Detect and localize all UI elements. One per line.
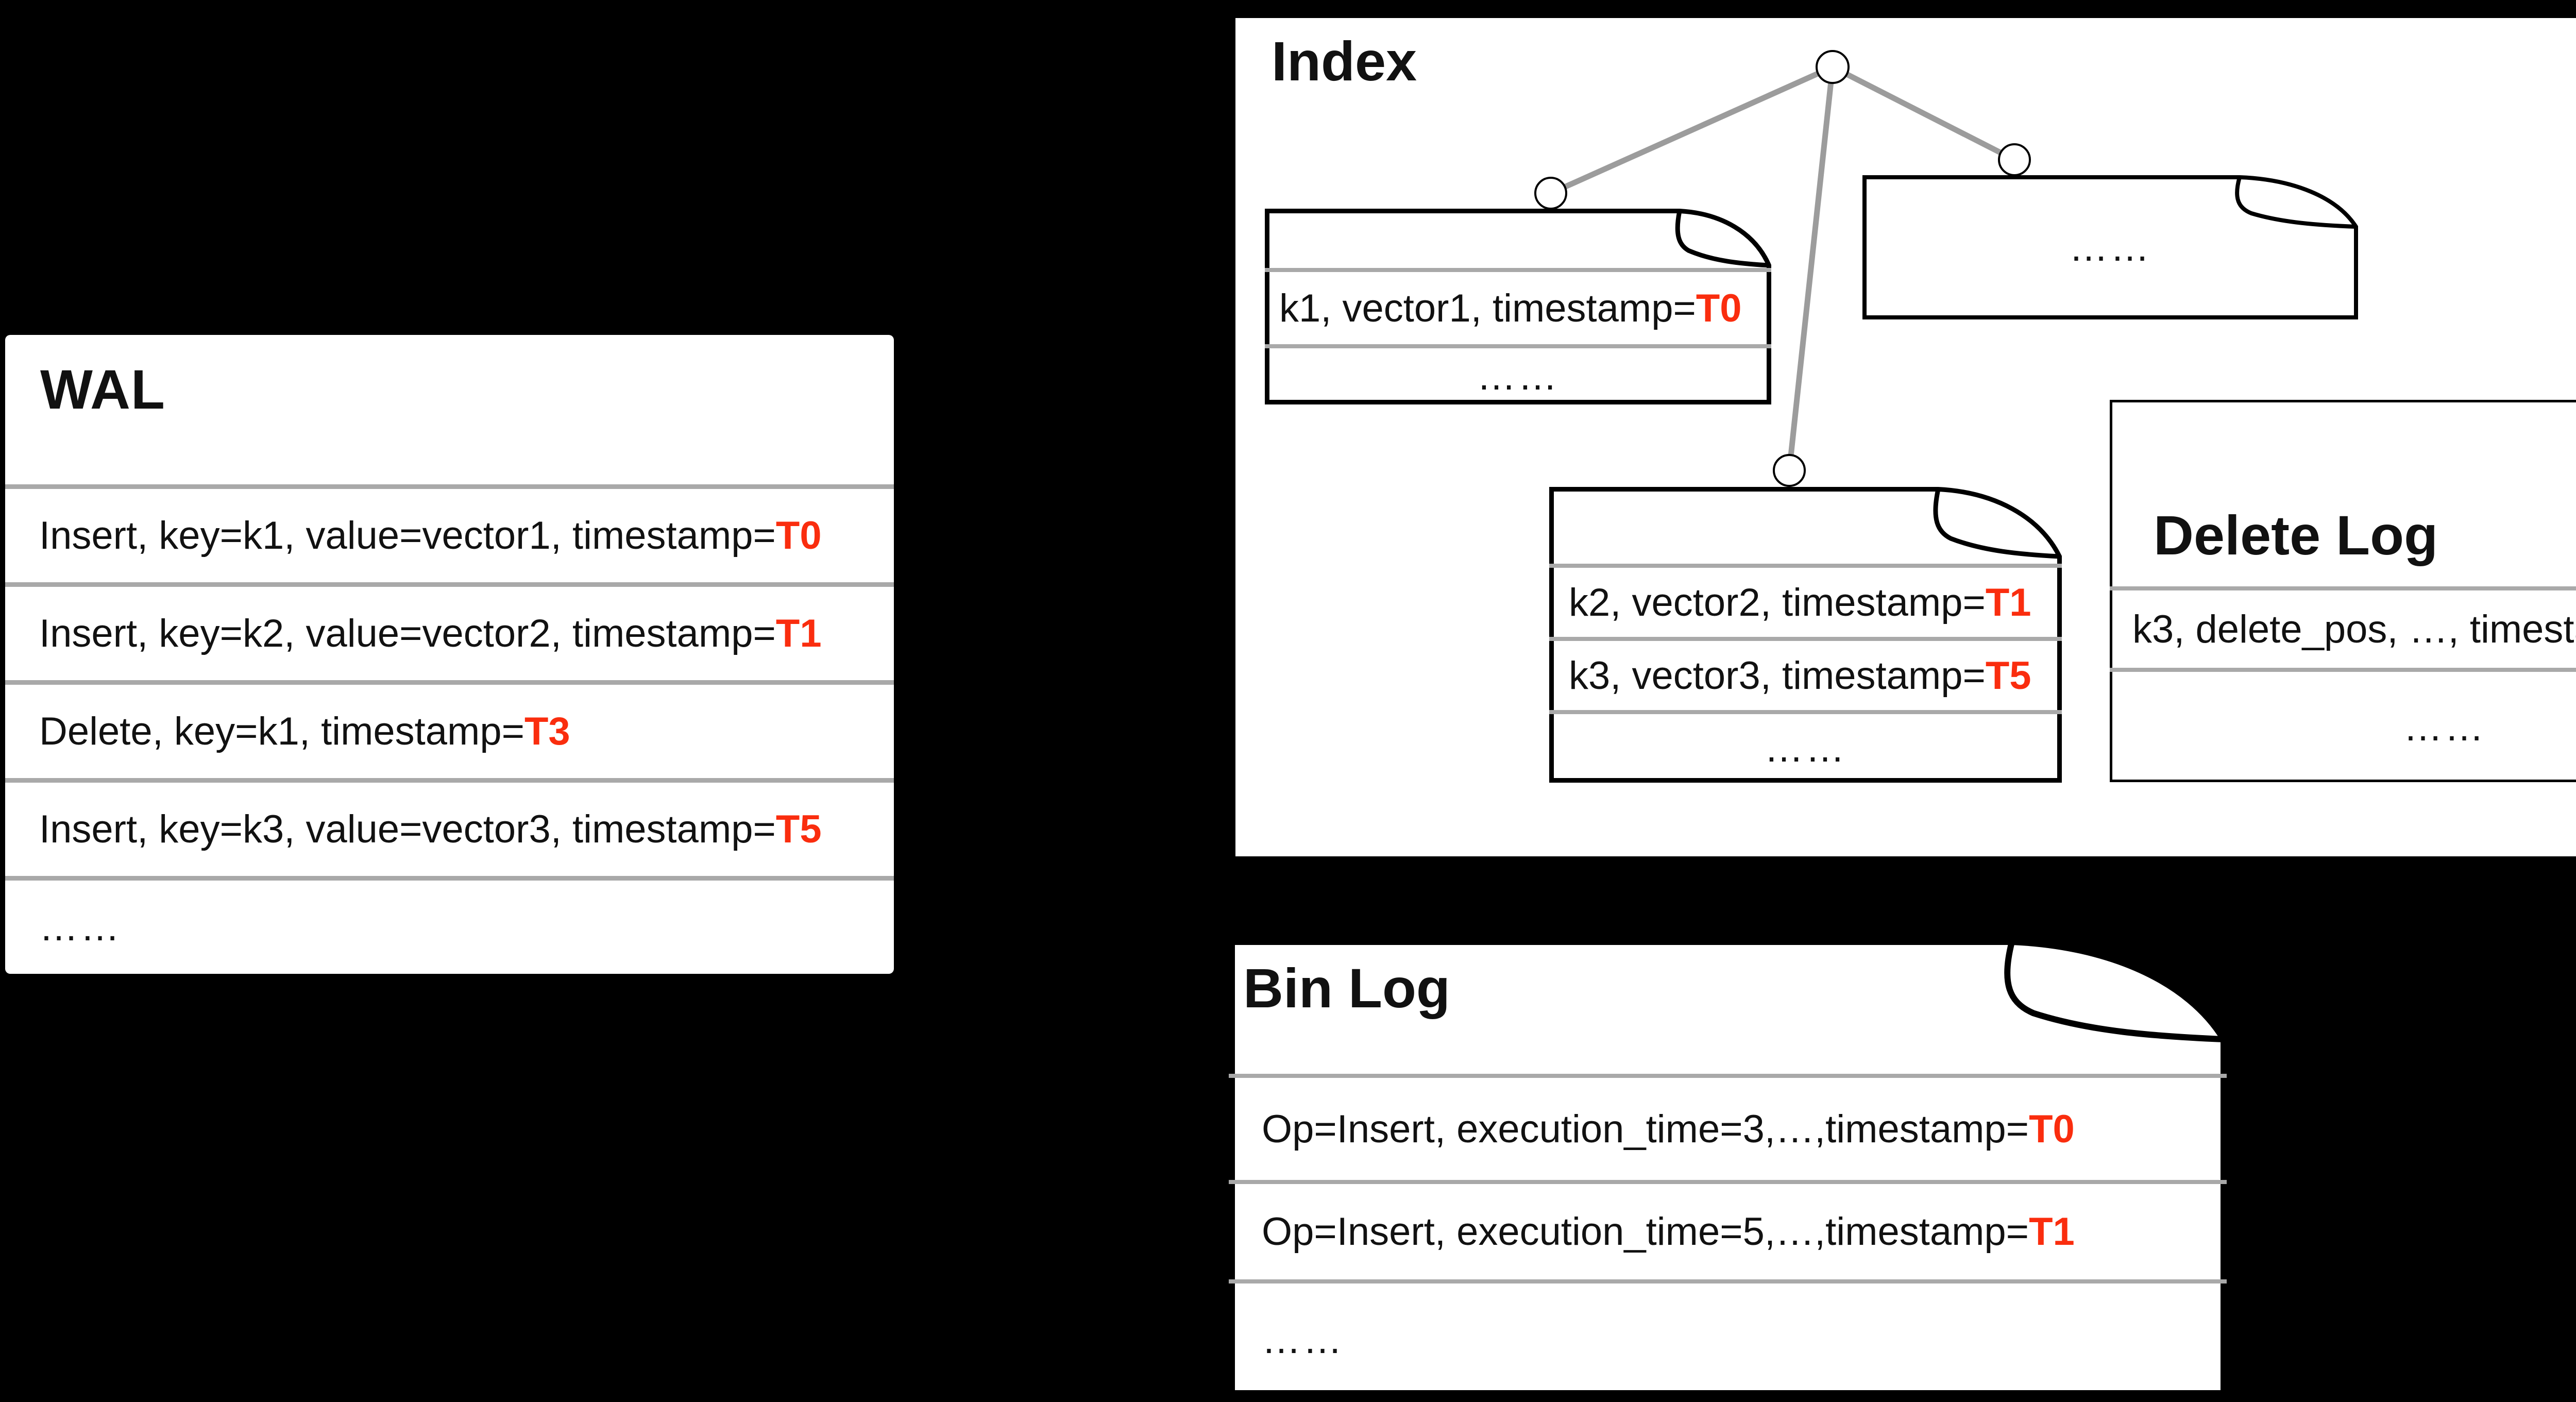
bin-log-title: Bin Log: [1243, 957, 1450, 1019]
entry-timestamp: T1: [2029, 1210, 2075, 1254]
tree-node: [1534, 177, 1567, 210]
index-panel-title: Index: [1272, 30, 1417, 92]
entry-timestamp: T5: [1985, 653, 2031, 698]
entry-text: k3, vector3, timestamp=: [1569, 653, 1986, 698]
index-segment-file-left: k1, vector1, timestamp=T0 ……: [1265, 209, 1771, 404]
folded-page-shape: [1862, 175, 2358, 319]
ellipsis-text: ……: [2403, 705, 2486, 749]
wal-row: Insert, key=k3, value=vector3, timestamp…: [5, 778, 894, 876]
wal-row-text: Delete, key=k1, timestamp=: [39, 710, 524, 753]
wal-row-timestamp: T3: [524, 710, 570, 753]
ellipsis-row: ……: [1229, 1279, 2227, 1396]
wal-row-timestamp: T5: [775, 807, 822, 851]
entry-text: k3, delete_pos, …, timestamp=: [2132, 607, 2576, 651]
ellipsis-text: ……: [39, 905, 122, 949]
entry-text: k1, vector1, timestamp=: [1279, 286, 1696, 330]
wal-row-text: Insert, key=k2, value=vector2, timestamp…: [39, 612, 776, 655]
entry-timestamp: T1: [1985, 580, 2031, 624]
wal-row: Delete, key=k1, timestamp=T3: [5, 680, 894, 778]
entry-timestamp: T0: [2029, 1107, 2075, 1151]
wal-row-text: Insert, key=k3, value=vector3, timestamp…: [39, 807, 776, 851]
tree-node: [1773, 454, 1806, 487]
ellipsis-text: ……: [1477, 354, 1560, 398]
ellipsis-text: ……: [1764, 727, 1847, 770]
folded-page-shape: [1549, 487, 2062, 783]
index-segment-file-middle: k2, vector2, timestamp=T1 k3, vector3, t…: [1549, 487, 2062, 783]
folded-page-shape: [2110, 400, 2576, 782]
wal-row-text: Insert, key=k1, value=vector1, timestamp…: [39, 514, 776, 558]
bin-log-file: Bin Log Op=Insert, execution_time=3,…,ti…: [1229, 939, 2227, 1396]
entry-timestamp: T0: [1696, 286, 1742, 330]
wal-ellipsis-row: ……: [5, 876, 894, 974]
wal-title: WAL: [40, 358, 165, 420]
wal-row-timestamp: T1: [775, 612, 822, 655]
tree-edge: [1549, 64, 1834, 196]
tree-edge: [1786, 66, 1836, 471]
ellipsis-text: ……: [2069, 225, 2151, 269]
index-entry-row: k3, vector3, timestamp=T5: [1549, 637, 2062, 710]
entry-text: Op=Insert, execution_time=3,…,timestamp=: [1262, 1107, 2029, 1151]
delete-log-file: Delete Log k3, delete_pos, …, timestamp=…: [2110, 400, 2576, 782]
index-panel: Index k1, vector1, timestamp=T0 ……: [1235, 18, 2576, 856]
wal-row-timestamp: T0: [775, 514, 822, 558]
tree-node: [1998, 143, 2031, 176]
wal-row: Insert, key=k1, value=vector1, timestamp…: [5, 484, 894, 582]
tree-node-root: [1816, 50, 1850, 84]
ellipsis-text: ……: [1262, 1318, 1344, 1362]
wal-table: WAL Insert, key=k1, value=vector1, times…: [5, 335, 894, 974]
index-segment-file-right: ……: [1862, 175, 2358, 319]
ellipsis-row: ……: [1265, 344, 1771, 404]
delete-log-row: k3, delete_pos, …, timestamp=T3: [2110, 586, 2576, 668]
bin-log-row: Op=Insert, execution_time=3,…,timestamp=…: [1229, 1074, 2227, 1180]
ellipsis-row: ……: [1862, 175, 2358, 319]
file-spacer-row: [1265, 209, 1771, 268]
bin-log-row: Op=Insert, execution_time=5,…,timestamp=…: [1229, 1180, 2227, 1279]
entry-text: k2, vector2, timestamp=: [1569, 580, 1986, 624]
index-entry-row: k2, vector2, timestamp=T1: [1549, 564, 2062, 637]
entry-text: Op=Insert, execution_time=5,…,timestamp=: [1262, 1210, 2029, 1254]
delete-log-title: Delete Log: [2154, 504, 2438, 566]
ellipsis-row: ……: [2110, 668, 2576, 782]
index-entry-row: k1, vector1, timestamp=T0: [1265, 268, 1771, 344]
wal-row: Insert, key=k2, value=vector2, timestamp…: [5, 582, 894, 680]
ellipsis-row: ……: [1549, 710, 2062, 783]
tree-edge: [1831, 64, 2016, 162]
file-spacer-row: [1549, 487, 2062, 564]
folded-page-shape: [1265, 209, 1771, 404]
